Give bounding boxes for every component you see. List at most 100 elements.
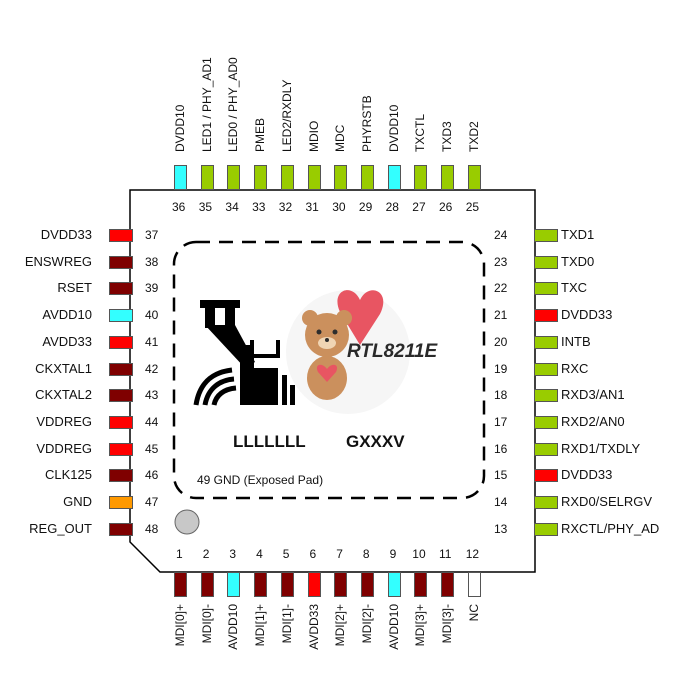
- pin-number: 3: [229, 547, 237, 561]
- pin-pad: [334, 165, 348, 190]
- pin-pad: [414, 165, 428, 190]
- pin-number: 42: [145, 361, 159, 376]
- pin-pad: [534, 522, 558, 536]
- pin-pad: [534, 309, 558, 323]
- pin-name: DVDD33: [40, 227, 92, 242]
- pin-name: LED1 / PHY_AD1: [199, 57, 214, 152]
- pin-number: 36: [172, 200, 186, 214]
- pin-pad: [534, 282, 558, 296]
- pin-pad: [534, 415, 558, 429]
- pin-pad: [534, 229, 558, 242]
- pin-name: AVDD33: [42, 333, 92, 349]
- pin1-dot-icon: [174, 509, 200, 535]
- pin-name: ENSWREG: [24, 253, 92, 269]
- pin-number: 45: [145, 441, 159, 456]
- pin-pad: [534, 389, 558, 403]
- pin-name: AVDD10: [226, 604, 241, 650]
- pin-name: INTB: [561, 333, 591, 349]
- pin-pad: [254, 572, 268, 597]
- pin-number: 8: [362, 547, 370, 561]
- pin-pad: [387, 572, 401, 597]
- pin-number: 19: [494, 361, 508, 376]
- pin-number: 14: [494, 495, 508, 509]
- pin-name: DVDD10: [386, 104, 401, 152]
- pin-pad: [534, 442, 558, 456]
- pin-number: 15: [494, 468, 508, 483]
- pin-pad: [254, 165, 268, 190]
- pin-name: RXD2/AN0: [561, 413, 625, 429]
- pin-pad: [227, 572, 241, 597]
- pin-name: NC: [466, 604, 481, 622]
- pin-number: 20: [494, 334, 508, 349]
- pin-number: 5: [282, 547, 290, 561]
- pin-pad: [109, 522, 133, 536]
- pin-number: 43: [145, 388, 159, 403]
- pin-name: VDDREG: [36, 440, 92, 456]
- pin-pad: [109, 415, 133, 429]
- pin-name: MDI[3]+: [413, 604, 428, 647]
- pin-name: TXD3: [440, 121, 454, 152]
- pin-name: TXC: [561, 280, 587, 296]
- pin-number: 44: [145, 414, 159, 429]
- pin-name: MDI[0]-: [199, 604, 214, 644]
- pin-name: AVDD10: [386, 604, 401, 650]
- pin-name: CLK125: [45, 467, 92, 483]
- pin-number: 4: [256, 547, 263, 561]
- pin-pad: [307, 165, 321, 190]
- pin-pad: [280, 165, 294, 190]
- pin-pad: [534, 335, 558, 349]
- pin-name: TXD1: [561, 227, 595, 242]
- realtek-crab-logo: [193, 300, 295, 406]
- pin-pad: [467, 572, 481, 597]
- pin-name: MDC: [333, 124, 348, 152]
- pin-pad: [534, 469, 558, 483]
- pin-name: MDI[2]-: [359, 604, 374, 644]
- pin-number: 26: [439, 200, 453, 214]
- pin-number: 11: [439, 547, 452, 561]
- pin-number: 2: [202, 547, 210, 561]
- pin-pad: [109, 362, 133, 376]
- pin-pad: [534, 362, 558, 376]
- exposed-pad-label: 49 GND (Exposed Pad): [197, 473, 324, 487]
- pin-name: RXCTL/PHY_AD: [561, 520, 660, 536]
- pin-pad: [534, 255, 558, 269]
- pin-name: RXD1/TXDLY: [561, 440, 641, 456]
- pin-number: 25: [465, 200, 480, 214]
- pin-pad: [174, 165, 187, 190]
- pin-number: 18: [494, 388, 508, 403]
- pin-name: RSET: [57, 280, 92, 296]
- pin-number: 10: [412, 547, 426, 561]
- pin-number: 38: [145, 254, 159, 269]
- pin-name: RXD0/SELRGV: [561, 494, 653, 509]
- pin-pad: [360, 165, 374, 190]
- pin-number: 9: [389, 547, 397, 561]
- pin-pad: [109, 282, 133, 296]
- exposed-pad-outline: [172, 240, 486, 500]
- pin-pad: [109, 335, 133, 349]
- pin-name: DVDD33: [561, 307, 613, 323]
- pin-name: LED2/RXDLY: [279, 79, 294, 152]
- pin-number: 40: [145, 308, 159, 323]
- pin-name: MDI[1]-: [279, 604, 294, 644]
- pin-name: MDI[2]+: [333, 604, 348, 647]
- pin-number: 17: [494, 414, 508, 429]
- pin-name: AVDD10: [42, 307, 92, 323]
- pin-number: 16: [494, 441, 508, 456]
- pin-number: 37: [145, 228, 159, 242]
- pin-name: PMEB: [253, 117, 268, 152]
- pin-number: 48: [145, 521, 159, 536]
- pin-number: 7: [336, 547, 343, 561]
- part-number: RTL8211E: [347, 341, 438, 362]
- pin-name: RXD3/AN1: [561, 387, 625, 403]
- pin-name: RXC: [561, 360, 589, 376]
- pin-number: 29: [358, 200, 373, 214]
- pin-name: VDDREG: [36, 413, 92, 429]
- pin-name: TXD0: [561, 253, 595, 269]
- marking-left: LLLLLLL: [233, 432, 306, 451]
- pin-name: MDI[1]+: [253, 604, 268, 647]
- pin-number: 21: [494, 308, 508, 323]
- pin-number: 32: [278, 200, 293, 214]
- pin-pad: [414, 572, 428, 597]
- pin-number: 12: [465, 547, 480, 561]
